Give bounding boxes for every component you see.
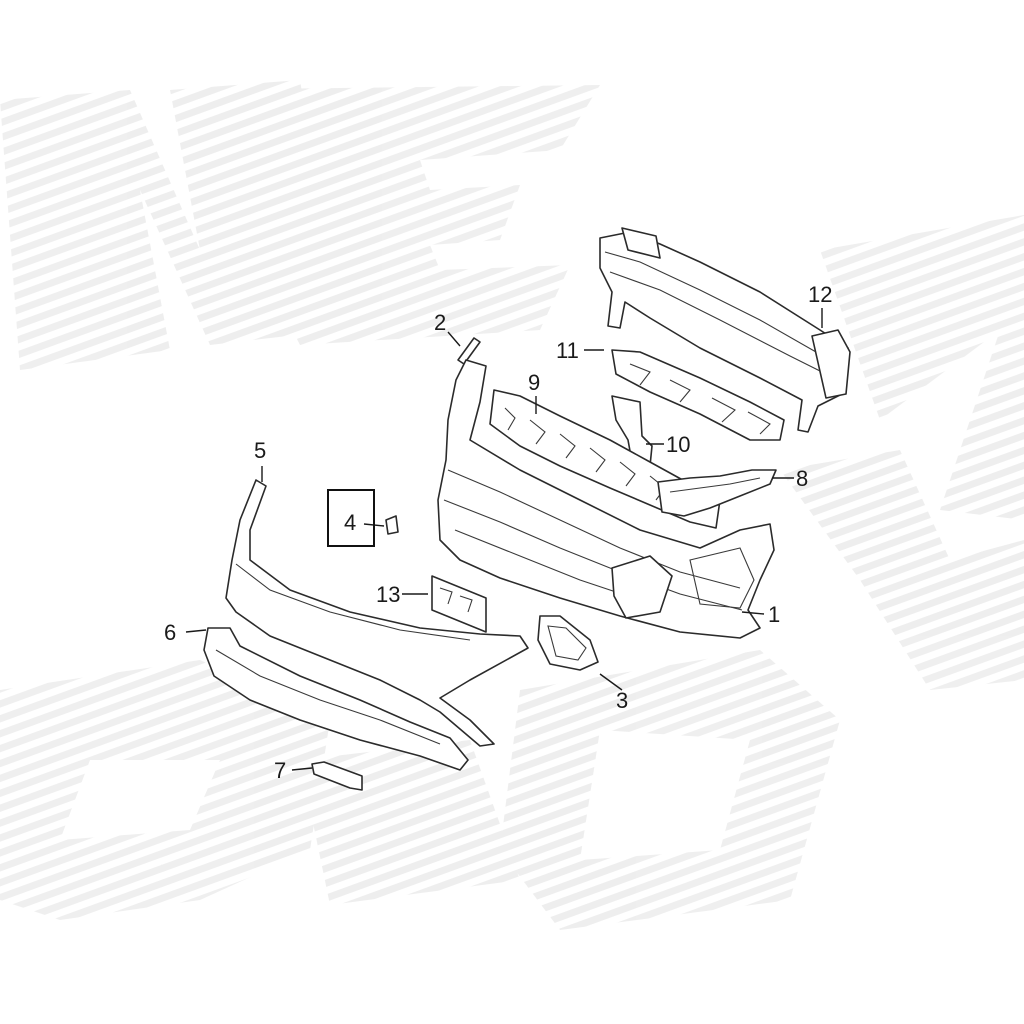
callout-11: 11 <box>556 338 579 363</box>
part-2-strip <box>457 337 481 365</box>
callout-1: 1 <box>768 602 780 627</box>
callout-4-highlight-box <box>327 489 375 547</box>
callout-6: 6 <box>164 620 176 645</box>
callout-2: 2 <box>434 310 446 335</box>
part-7-lower-strip <box>311 761 363 791</box>
part-5-upper-trim <box>225 479 529 747</box>
part-1-bumper-cover <box>437 359 775 639</box>
leader-lines <box>185 308 823 771</box>
part-3-fog-bezel <box>537 615 599 671</box>
callout-12: 12 <box>808 282 832 307</box>
part-8-side-bracket <box>657 469 777 517</box>
part-6-lower-lip <box>203 627 469 771</box>
callout-4: 4 <box>344 510 356 535</box>
callout-9: 9 <box>528 370 540 395</box>
callout-10: 10 <box>666 432 690 457</box>
watermark <box>0 80 1024 930</box>
part-13-plate-bracket <box>431 575 487 633</box>
callout-5: 5 <box>254 438 266 463</box>
callout-7: 7 <box>274 758 286 783</box>
callout-13: 13 <box>376 582 400 607</box>
callout-8: 8 <box>796 466 808 491</box>
part-4-clip <box>385 515 399 535</box>
callout-labels: 1 2 3 4 5 6 7 8 9 10 11 12 13 <box>164 282 832 783</box>
part-12-bumper-beam <box>599 227 851 433</box>
callout-3: 3 <box>616 688 628 713</box>
part-11-absorber-upper <box>611 349 785 441</box>
